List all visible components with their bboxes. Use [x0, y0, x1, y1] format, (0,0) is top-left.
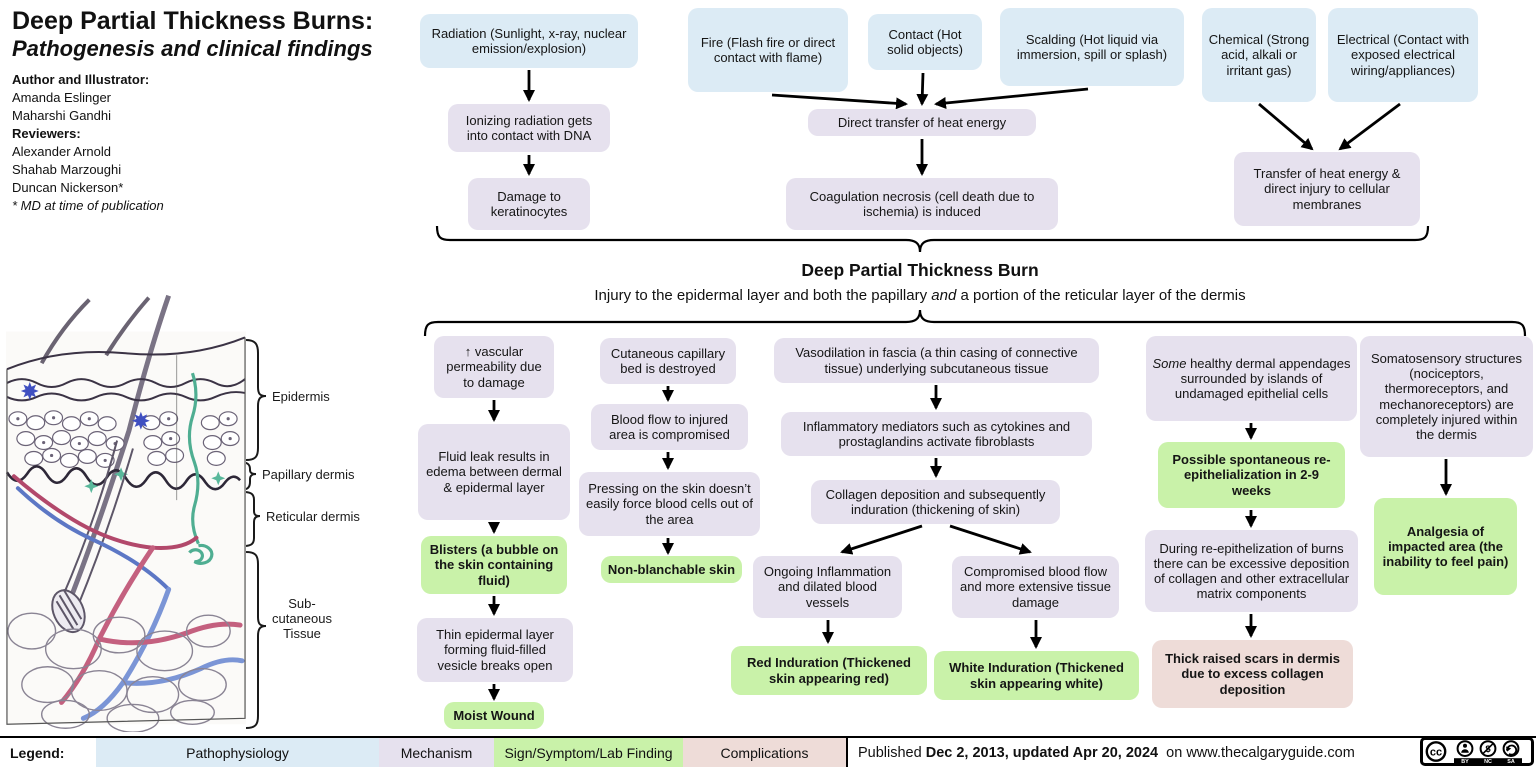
node-blood-flow-compromised: Blood flow to injured area is compromise… [591, 404, 748, 450]
cell-nuclei [16, 416, 232, 462]
md-footnote: * MD at time of publication [12, 197, 164, 213]
published-site: on www.thecalgaryguide.com [1166, 744, 1355, 761]
svg-text:SA: SA [1507, 759, 1515, 765]
svg-text:$: $ [1485, 744, 1491, 755]
label-epidermis: Epidermis [272, 389, 330, 404]
definition-post: a portion of the reticular layer of the … [956, 287, 1246, 304]
author-label: Author and Illustrator: [12, 71, 150, 87]
diagnosis-definition: Injury to the epidermal layer and both t… [390, 287, 1450, 304]
label-papillary-dermis: Papillary dermis [262, 467, 355, 482]
curly-braces [423, 225, 1527, 337]
legend-sign-symptom: Sign/Symptom/Lab Finding [494, 738, 683, 767]
node-text: Some healthy dermal appendages surrounde… [1152, 356, 1351, 402]
node-analgesia: Analgesia of impacted area (the inabilit… [1374, 498, 1517, 595]
svg-text:NC: NC [1484, 759, 1492, 765]
node-healthy-dermal-appendages: Some healthy dermal appendages surrounde… [1146, 336, 1357, 421]
node-capillary-bed-destroyed: Cutaneous capillary bed is destroyed [600, 338, 736, 384]
block-edges [6, 337, 246, 725]
node-red-induration: Red Induration (Thickened skin appearing… [731, 646, 927, 695]
reviewer-name: Shahab Marzoughi [12, 161, 122, 177]
dermal-junction [5, 465, 242, 491]
published-dates: Dec 2, 2013, updated Apr 20, 2024 [925, 744, 1159, 761]
node-coagulation-necrosis: Coagulation necrosis (cell death due to … [786, 178, 1058, 230]
node-excessive-collagen: During re-epithelization of burns there … [1145, 530, 1358, 612]
published-prefix: Published [858, 744, 922, 761]
node-cause-chemical: Chemical (Strong acid, alkali or irritan… [1202, 8, 1316, 102]
skin-cross-section-illustration [5, 294, 247, 732]
langerhans-cells [84, 467, 226, 494]
definition-pre: Injury to the epidermal layer and both t… [594, 287, 932, 304]
node-direct-heat-transfer: Direct transfer of heat energy [808, 109, 1036, 136]
node-cause-radiation: Radiation (Sunlight, x-ray, nuclear emis… [420, 14, 638, 68]
cc-license-badge: cc $ BY NC SA [1420, 737, 1534, 767]
legend-divider [846, 738, 848, 767]
legend-mechanism: Mechanism [379, 738, 494, 767]
reviewer-name: Duncan Nickerson* [12, 179, 124, 195]
cc-by-nc-sa-icon: cc $ BY NC SA [1420, 737, 1534, 766]
definition-italic: and [931, 287, 957, 304]
label-subcutaneous-tissue: Sub- cutaneous Tissue [272, 596, 332, 641]
node-pressing-skin: Pressing on the skin doesn’t easily forc… [579, 472, 760, 536]
rest-text: healthy dermal appendages surrounded by … [1174, 355, 1351, 402]
node-ongoing-inflammation: Ongoing Inflammation and dilated blood v… [753, 556, 902, 618]
svg-text:cc: cc [1430, 746, 1442, 758]
italic-some: Some [1152, 355, 1187, 371]
node-fluid-leak: Fluid leak results in edema between derm… [418, 424, 570, 520]
node-vascular-permeability: ↑ vascular permeability due to damage [434, 336, 554, 398]
subcutaneous-lobules [7, 612, 231, 732]
node-ionizing-radiation: Ionizing radiation gets into contact wit… [448, 104, 610, 152]
node-compromised-blood-flow: Compromised blood flow and more extensiv… [952, 556, 1119, 618]
sweat-gland [187, 372, 214, 565]
publication-info: Published Dec 2, 2013, updated Apr 20, 2… [848, 738, 1355, 767]
legend-label: Legend: [10, 744, 65, 761]
node-cause-contact: Contact (Hot solid objects) [868, 14, 982, 70]
node-cause-fire: Fire (Flash fire or direct contact with … [688, 8, 848, 92]
node-white-induration: White Induration (Thickened skin appeari… [934, 651, 1139, 700]
node-possible-reepithelialization: Possible spontaneous re-epithelializatio… [1158, 442, 1345, 508]
svg-text:BY: BY [1461, 759, 1469, 765]
node-thin-epidermal-layer: Thin epidermal layer forming fluid-fille… [417, 618, 573, 682]
page-title: Deep Partial Thickness Burns: [12, 7, 374, 35]
hair-follicle [51, 440, 134, 634]
author-name: Amanda Eslinger [12, 89, 111, 105]
diagnosis-title: Deep Partial Thickness Burn [801, 260, 1039, 280]
page-subtitle: Pathogenesis and clinical findings [12, 35, 373, 61]
melanocyte-cells [20, 382, 150, 430]
node-moist-wound: Moist Wound [444, 702, 544, 729]
credits: Author and Illustrator: Amanda Eslinger … [12, 71, 404, 215]
author-name: Maharshi Gandhi [12, 107, 111, 123]
node-non-blanchable-skin: Non-blanchable skin [601, 556, 742, 583]
stratum-corneum [6, 336, 246, 402]
node-damage-keratinocytes: Damage to keratinocytes [468, 178, 590, 230]
legend-pathophysiology: Pathophysiology [96, 738, 379, 767]
reviewer-name: Alexander Arnold [12, 143, 112, 159]
legend-bar: Legend: Pathophysiology Mechanism Sign/S… [0, 736, 1536, 767]
node-cause-scalding: Scalding (Hot liquid via immersion, spil… [1000, 8, 1184, 86]
node-thick-raised-scars: Thick raised scars in dermis due to exce… [1152, 640, 1353, 708]
node-somatosensory-injury: Somatosensory structures (nociceptors, t… [1360, 336, 1533, 457]
node-blisters: Blisters (a bubble on the skin containin… [421, 536, 567, 594]
node-transfer-heat-energy: Transfer of heat energy & direct injury … [1234, 152, 1420, 226]
legend-complications: Complications [683, 738, 846, 767]
node-vasodilation-fascia: Vasodilation in fascia (a thin casing of… [774, 338, 1099, 383]
node-collagen-deposition: Collagen deposition and subsequently ind… [811, 480, 1060, 524]
node-cause-electrical: Electrical (Contact with exposed electri… [1328, 8, 1478, 102]
reviewers-label: Reviewers: [12, 125, 81, 141]
label-reticular-dermis: Reticular dermis [266, 509, 360, 524]
node-inflammatory-mediators: Inflammatory mediators such as cytokines… [781, 412, 1092, 456]
page-header: Deep Partial Thickness Burns: Pathogenes… [12, 7, 404, 215]
